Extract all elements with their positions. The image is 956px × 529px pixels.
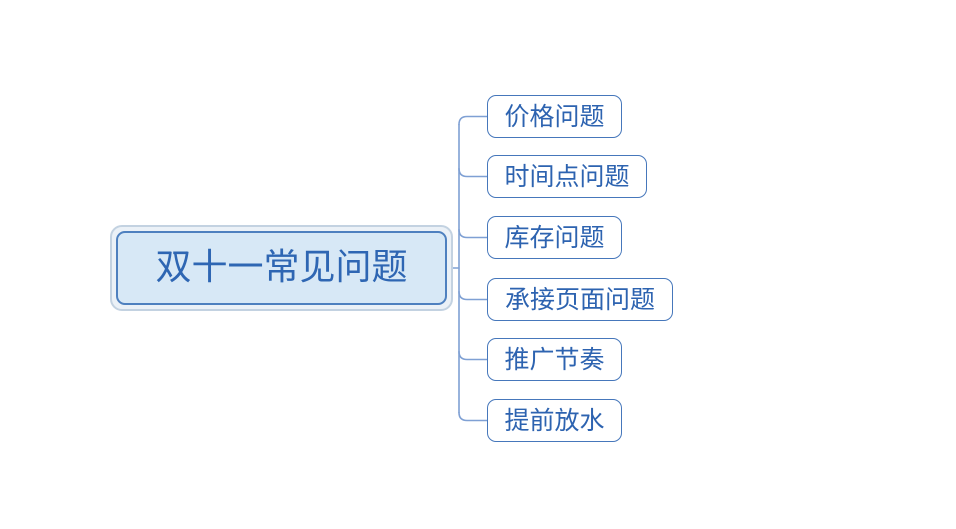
- child-node-label: 推广节奏: [504, 345, 605, 374]
- mindmap-child-node-timing[interactable]: 时间点问题: [487, 155, 647, 198]
- connector-branch-1: [458, 115, 488, 126]
- connector-branch-2: [458, 167, 488, 178]
- mindmap-child-node-early-release[interactable]: 提前放水: [487, 399, 622, 442]
- child-node-label: 库存问题: [504, 223, 605, 252]
- child-node-label: 时间点问题: [504, 162, 630, 191]
- mindmap-root-node[interactable]: 双十一常见问题: [116, 231, 447, 305]
- connector-branch-6: [458, 411, 488, 422]
- connector-branch-4: [458, 290, 488, 301]
- mindmap-child-node-landing-page[interactable]: 承接页面问题: [487, 278, 673, 321]
- root-node-label: 双十一常见问题: [155, 247, 408, 288]
- mindmap-child-node-price[interactable]: 价格问题: [487, 95, 622, 138]
- root-node-selection-halo: 双十一常见问题: [110, 225, 453, 311]
- connector-branch-3: [458, 228, 488, 239]
- child-node-label: 提前放水: [504, 406, 605, 435]
- connector-branch-5: [458, 350, 488, 361]
- child-node-label: 承接页面问题: [504, 285, 655, 314]
- child-node-label: 价格问题: [504, 102, 605, 131]
- mindmap-child-node-promotion-rhythm[interactable]: 推广节奏: [487, 338, 622, 381]
- mindmap-child-node-inventory[interactable]: 库存问题: [487, 216, 622, 259]
